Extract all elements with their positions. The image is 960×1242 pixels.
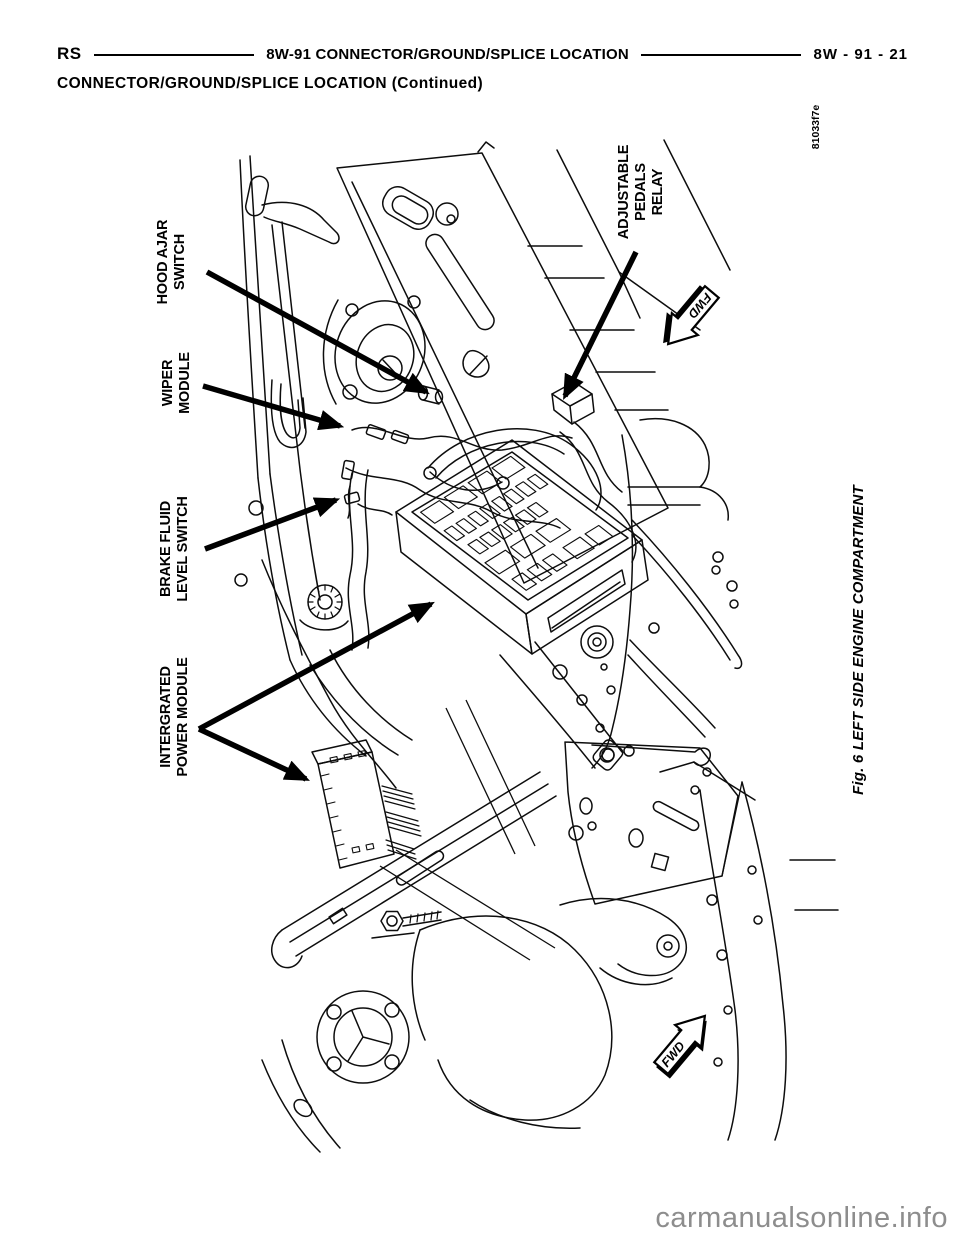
watermark: carmanualsonline.info (655, 1202, 948, 1234)
callout-leader-arrows (197, 250, 639, 782)
view-leader-lines (379, 699, 556, 961)
callout-brake-fluid-level-switch: BRAKE FLUID LEVEL SWITCH (158, 496, 191, 602)
callout-hood-ajar-switch: HOOD AJAR SWITCH (155, 219, 188, 305)
top-view-drawing (234, 139, 756, 801)
header-rule-left (93, 53, 255, 57)
fwd-arrow-icon-top: FWD (663, 284, 721, 346)
pedals-relay-arrow (562, 250, 639, 400)
continued-title: CONNECTOR/GROUND/SPLICE LOCATION (Contin… (57, 75, 484, 92)
model-code: RS (57, 44, 82, 63)
header-rule-right (640, 53, 802, 57)
hood-ajar-arrow (205, 269, 430, 395)
wiper-module-arrow (202, 383, 345, 431)
figure-caption: Fig. 6 LEFT SIDE ENGINE COMPARTMENT (849, 485, 867, 795)
callout-wiper-module: WIPER MODULE (160, 352, 193, 414)
section-title: 8W-91 CONNECTOR/GROUND/SPLICE LOCATION (266, 45, 629, 63)
bottom-view-drawing (261, 739, 839, 1153)
ipm-arrow-upper (197, 601, 435, 732)
callout-integrated-power-module: INTERGRATED POWER MODULE (158, 657, 191, 777)
ipm-arrow-lower (197, 726, 310, 782)
brake-fluid-arrow (204, 497, 341, 552)
page-number: 8W - 91 - 21 (813, 45, 909, 63)
fwd-arrow-icon-bottom: FWD (652, 1014, 707, 1079)
callout-adjustable-pedals-relay: ADJUSTABLE PEDALS RELAY (615, 144, 666, 240)
drawing-code: 81033f7e (810, 104, 822, 150)
page-header: RS 8W-91 CONNECTOR/GROUND/SPLICE LOCATIO… (57, 44, 908, 64)
